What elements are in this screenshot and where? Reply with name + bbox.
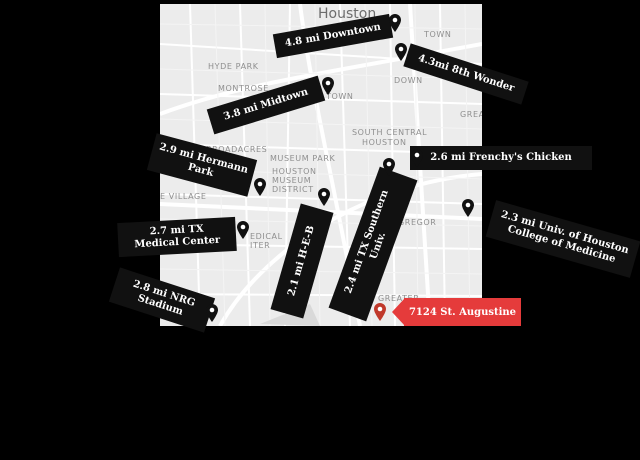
map-pin-icon[interactable]: [318, 188, 330, 206]
map-pin-icon[interactable]: [389, 14, 401, 32]
map-pin-icon[interactable]: [395, 43, 407, 61]
destination-label-text: 7124 St. Augustine: [408, 306, 517, 318]
map-pin-icon[interactable]: [462, 199, 474, 217]
map-pin-icon[interactable]: [383, 158, 395, 176]
label-frenchys-chicken-text: 2.6 mi Frenchy's Chicken: [430, 152, 572, 163]
area-label-south-central: SOUTH CENTRAL: [352, 128, 428, 137]
area-label-district: DISTRICT: [272, 185, 314, 194]
map-pin-icon[interactable]: [206, 304, 218, 322]
area-label-museum: MUSEUM: [272, 176, 312, 185]
area-label-edical: EDICAL: [250, 232, 283, 241]
label-frenchys-chicken[interactable]: 2.6 mi Frenchy's Chicken: [410, 146, 592, 170]
area-label-great: GREAT: [460, 110, 482, 119]
map-pin-icon[interactable]: [254, 178, 266, 196]
area-label-e-village: E VILLAGE: [160, 192, 207, 201]
destination-pin-icon[interactable]: [374, 303, 386, 321]
destination-label-pointer: [392, 298, 405, 326]
label-univ-of-houston-medicine[interactable]: 2.3 mi Univ. of Houston College of Medic…: [485, 200, 640, 278]
area-label-iter: ITER: [250, 241, 271, 250]
area-label-town-2: TOWN: [326, 92, 354, 101]
area-label-gregor: GREGOR: [398, 218, 437, 227]
area-label-broadacres: BROADACRES: [206, 145, 268, 154]
label-tx-medical-center[interactable]: 2.7 mi TX Medical Center: [117, 216, 237, 258]
destination-label[interactable]: 7124 St. Augustine: [404, 298, 521, 326]
area-label-town: TOWN: [424, 30, 452, 39]
area-label-down: DOWN: [394, 76, 423, 85]
area-label-hyde-park: HYDE PARK: [208, 62, 259, 71]
area-label-montrose: MONTROSE: [218, 84, 269, 93]
map-pin-icon[interactable]: [322, 77, 334, 95]
area-label-houston: HOUSTON: [362, 138, 407, 147]
area-label-houston-2: HOUSTON: [272, 167, 317, 176]
map-pin-icon[interactable]: [411, 149, 423, 167]
area-label-museum-park: MUSEUM PARK: [270, 154, 336, 163]
map-pin-icon[interactable]: [237, 221, 249, 239]
